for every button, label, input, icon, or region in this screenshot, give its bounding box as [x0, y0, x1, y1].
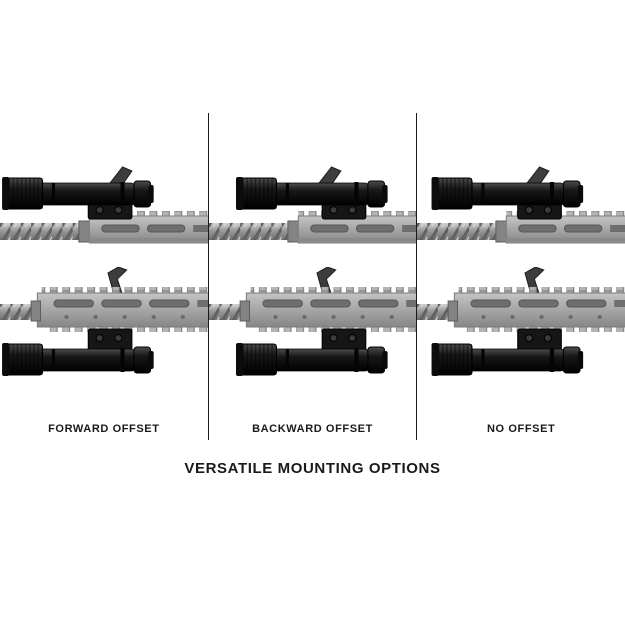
backward-offset-bottom-view-illustration [208, 267, 417, 377]
column-label-no-offset: NO OFFSET [487, 423, 556, 435]
column-forward-offset: FORWARD OFFSET [0, 113, 208, 440]
no-offset-top-view-illustration [417, 166, 625, 244]
column-label-backward-offset: BACKWARD OFFSET [252, 423, 373, 435]
column-divider [416, 113, 418, 440]
column-divider [207, 113, 209, 440]
figure-title: VERSATILE MOUNTING OPTIONS [184, 460, 441, 477]
forward-offset-top-view-illustration [0, 166, 208, 244]
no-offset-bottom-view-illustration [417, 267, 625, 377]
column-no-offset: NO OFFSET [417, 113, 625, 440]
column-backward-offset: BACKWARD OFFSET [208, 113, 417, 440]
comparison-grid: FORWARD OFFSET BACKWARD OFFSET [0, 113, 625, 440]
column-label-forward-offset: FORWARD OFFSET [48, 423, 160, 435]
forward-offset-bottom-view-illustration [0, 267, 208, 377]
backward-offset-top-view-illustration [208, 166, 417, 244]
